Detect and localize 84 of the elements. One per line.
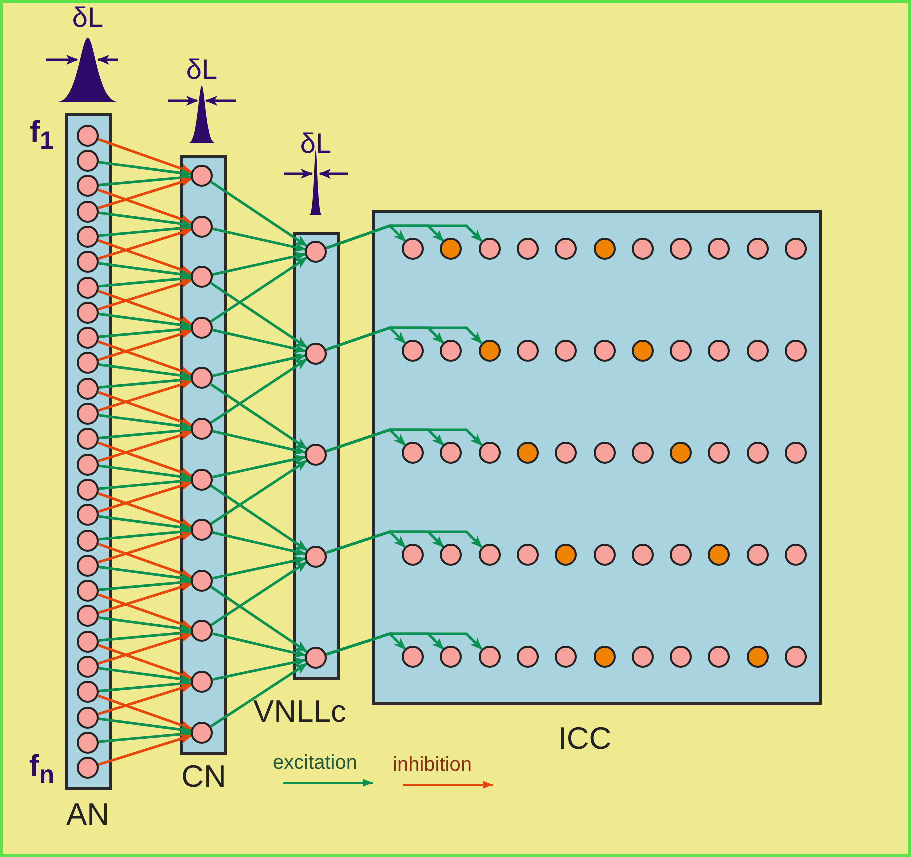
arrow [210, 282, 308, 348]
arrow [212, 328, 306, 354]
arrow [212, 228, 306, 252]
arrow [98, 594, 193, 629]
arrow [98, 633, 192, 665]
frequency-label: f$_{1}$ [30, 116, 54, 156]
arrow [98, 391, 193, 427]
arrow [210, 383, 308, 450]
arrow [98, 414, 192, 432]
arrow [98, 430, 192, 463]
arrow [98, 464, 192, 482]
arrow [210, 586, 308, 653]
legend-label: inhibition [393, 754, 472, 777]
legend-label: excitation [273, 752, 358, 775]
arrow [98, 312, 192, 330]
arrow [98, 279, 192, 311]
arrow [98, 644, 193, 680]
region-label: CN [182, 760, 226, 794]
arrow [98, 380, 192, 412]
arrow [98, 161, 192, 178]
arrow [98, 224, 192, 238]
region-label: ICC [558, 722, 612, 756]
arrow [212, 632, 306, 658]
arrow [98, 239, 193, 275]
arrow [98, 679, 192, 693]
arrow [326, 530, 483, 554]
arrow [210, 561, 308, 626]
arrow [98, 212, 192, 229]
arrow [212, 658, 306, 681]
arrow [212, 430, 306, 456]
arrow [212, 252, 306, 276]
arrow [98, 532, 192, 564]
arrow [98, 476, 192, 490]
arrow [212, 531, 306, 556]
arrow [98, 340, 193, 376]
arrow [98, 694, 193, 730]
arrow [98, 138, 193, 174]
arrow [98, 173, 192, 187]
arrow [98, 442, 193, 478]
arrow [98, 628, 192, 642]
arrow [98, 492, 193, 528]
arrow [98, 582, 192, 614]
arrow [98, 481, 192, 514]
width-label: δL [186, 54, 218, 86]
arrow [98, 324, 192, 338]
frequency-label: f$_{n}$ [29, 750, 55, 790]
arrow [98, 188, 193, 224]
arrow [210, 484, 308, 552]
arrow [98, 364, 192, 381]
width-label: δL [300, 128, 332, 160]
width-label: δL [72, 2, 104, 34]
arrow [98, 718, 192, 735]
arrow [212, 556, 306, 580]
arrow [98, 330, 192, 362]
arrow [98, 684, 192, 716]
arrow [98, 515, 192, 532]
arrow [98, 542, 193, 578]
arrow [210, 257, 308, 323]
arrow [210, 662, 308, 728]
arrow [210, 181, 308, 247]
arrow [98, 375, 192, 389]
arrow [212, 454, 306, 479]
arrow [326, 326, 483, 352]
arrow [98, 262, 192, 280]
arrow [210, 460, 308, 526]
arrow [212, 353, 306, 378]
arrow [210, 358, 308, 424]
arrow [98, 667, 192, 684]
arrow [98, 616, 192, 634]
region-label: AN [66, 798, 110, 832]
arrow [326, 224, 483, 250]
arrow [98, 290, 193, 326]
arrow [326, 428, 483, 453]
arrow [98, 228, 192, 260]
arrow [98, 274, 192, 288]
region-label: VNLLc [253, 695, 347, 729]
arrow [98, 527, 192, 541]
arrow [98, 426, 192, 440]
arrow [98, 734, 192, 766]
arrow [98, 578, 192, 592]
arrow [326, 632, 483, 656]
arrow [98, 566, 192, 583]
arrow [98, 178, 192, 210]
arrow [98, 730, 192, 744]
